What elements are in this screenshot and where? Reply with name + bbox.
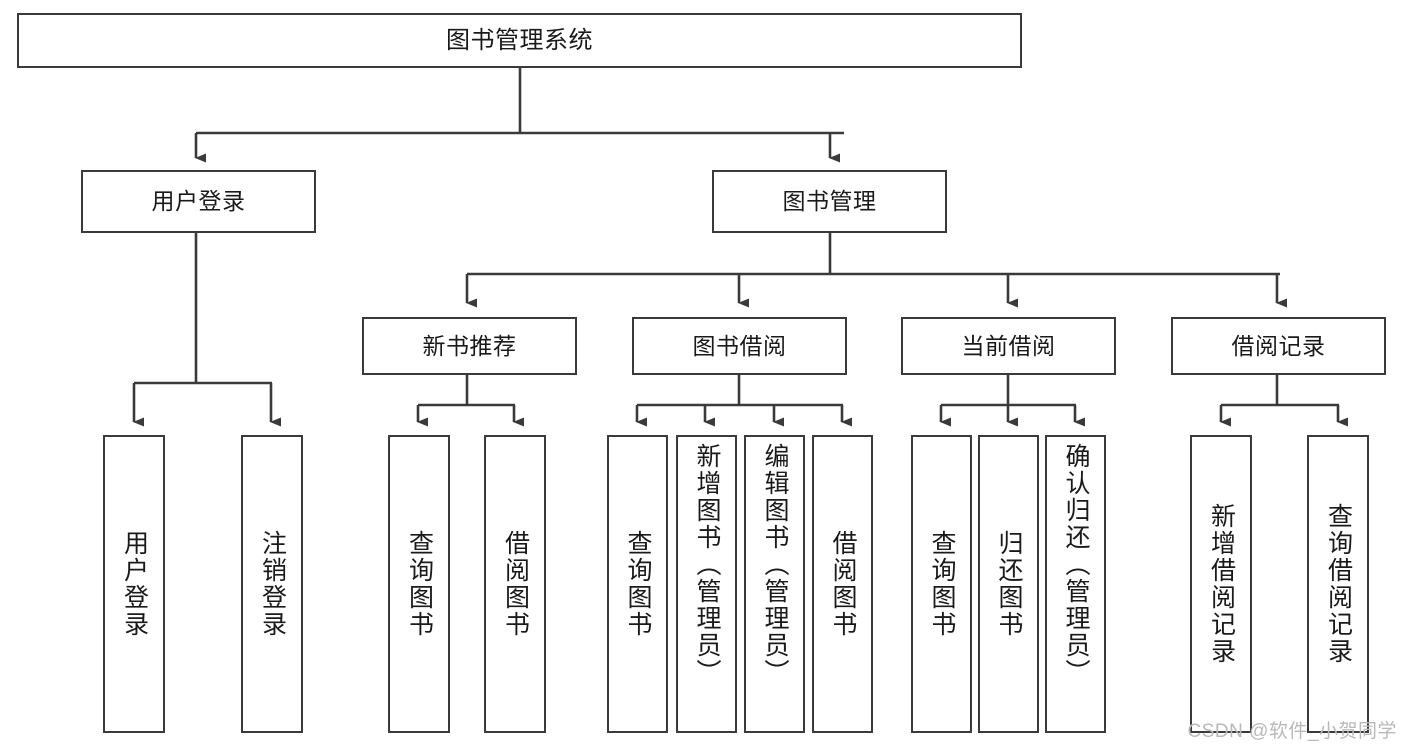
node-label: 确认归还（管理员） [1062,443,1090,686]
leaf-book-borrow-borrow[interactable]: 借阅图书 [812,435,873,733]
node-label: 借阅图书 [501,530,530,638]
node-label: 当前借阅 [961,332,1056,359]
leaf-current-borrow-return[interactable]: 归还图书 [978,435,1039,733]
edges-borrow-record-to-leaves [1219,375,1348,427]
leaf-book-borrow-query[interactable]: 查询图书 [607,435,668,733]
edges-book-borrow-to-leaves [635,375,852,427]
node-label: 注销登录 [258,530,287,638]
node-label: 新增图书（管理员） [693,443,721,686]
edges-book-manage-to-level3 [465,233,1287,308]
node-book-management[interactable]: 图书管理 [712,170,947,233]
leaf-borrow-record-add[interactable]: 新增借阅记录 [1190,435,1252,733]
edges-user-login-to-leaves [132,233,281,427]
node-book-borrow[interactable]: 图书借阅 [632,317,847,375]
node-label: 借阅记录 [1231,332,1326,359]
leaf-new-book-borrow[interactable]: 借阅图书 [484,435,546,733]
node-label: 查询借阅记录 [1324,503,1353,665]
node-borrow-record[interactable]: 借阅记录 [1171,317,1386,375]
node-label: 查询图书 [928,530,956,638]
node-label: 图书管理系统 [446,26,593,54]
edges-current-borrow-to-leaves [939,375,1085,427]
leaf-current-borrow-query[interactable]: 查询图书 [911,435,972,733]
node-label: 用户登录 [151,188,246,215]
node-label: 查询图书 [624,530,652,638]
leaf-new-book-query[interactable]: 查询图书 [388,435,450,733]
node-new-book-recommend[interactable]: 新书推荐 [362,317,577,375]
node-label: 用户登录 [120,530,149,638]
node-user-login[interactable]: 用户登录 [81,170,316,233]
edges-root-to-level2 [194,68,844,163]
node-label: 归还图书 [995,530,1023,638]
leaf-user-login-login[interactable]: 用户登录 [103,435,165,733]
node-label: 编辑图书（管理员） [761,443,789,686]
leaf-current-borrow-confirm-return[interactable]: 确认归还（管理员） [1045,435,1106,733]
node-label: 新增借阅记录 [1207,503,1236,665]
node-label: 图书借阅 [692,332,787,359]
leaf-book-borrow-edit[interactable]: 编辑图书（管理员） [744,435,805,733]
watermark-text: CSDN @软件_小贺同学 [1187,721,1397,742]
leaf-borrow-record-query[interactable]: 查询借阅记录 [1307,435,1369,733]
node-label: 借阅图书 [829,530,857,638]
node-current-borrow[interactable]: 当前借阅 [901,317,1116,375]
node-label: 新书推荐 [422,332,517,359]
leaf-user-login-logout[interactable]: 注销登录 [241,435,303,733]
edges-new-book-to-leaves [416,375,524,427]
node-label: 查询图书 [405,530,434,638]
node-label: 图书管理 [782,188,877,215]
node-root-library-system[interactable]: 图书管理系统 [17,13,1022,68]
leaf-book-borrow-add[interactable]: 新增图书（管理员） [676,435,737,733]
